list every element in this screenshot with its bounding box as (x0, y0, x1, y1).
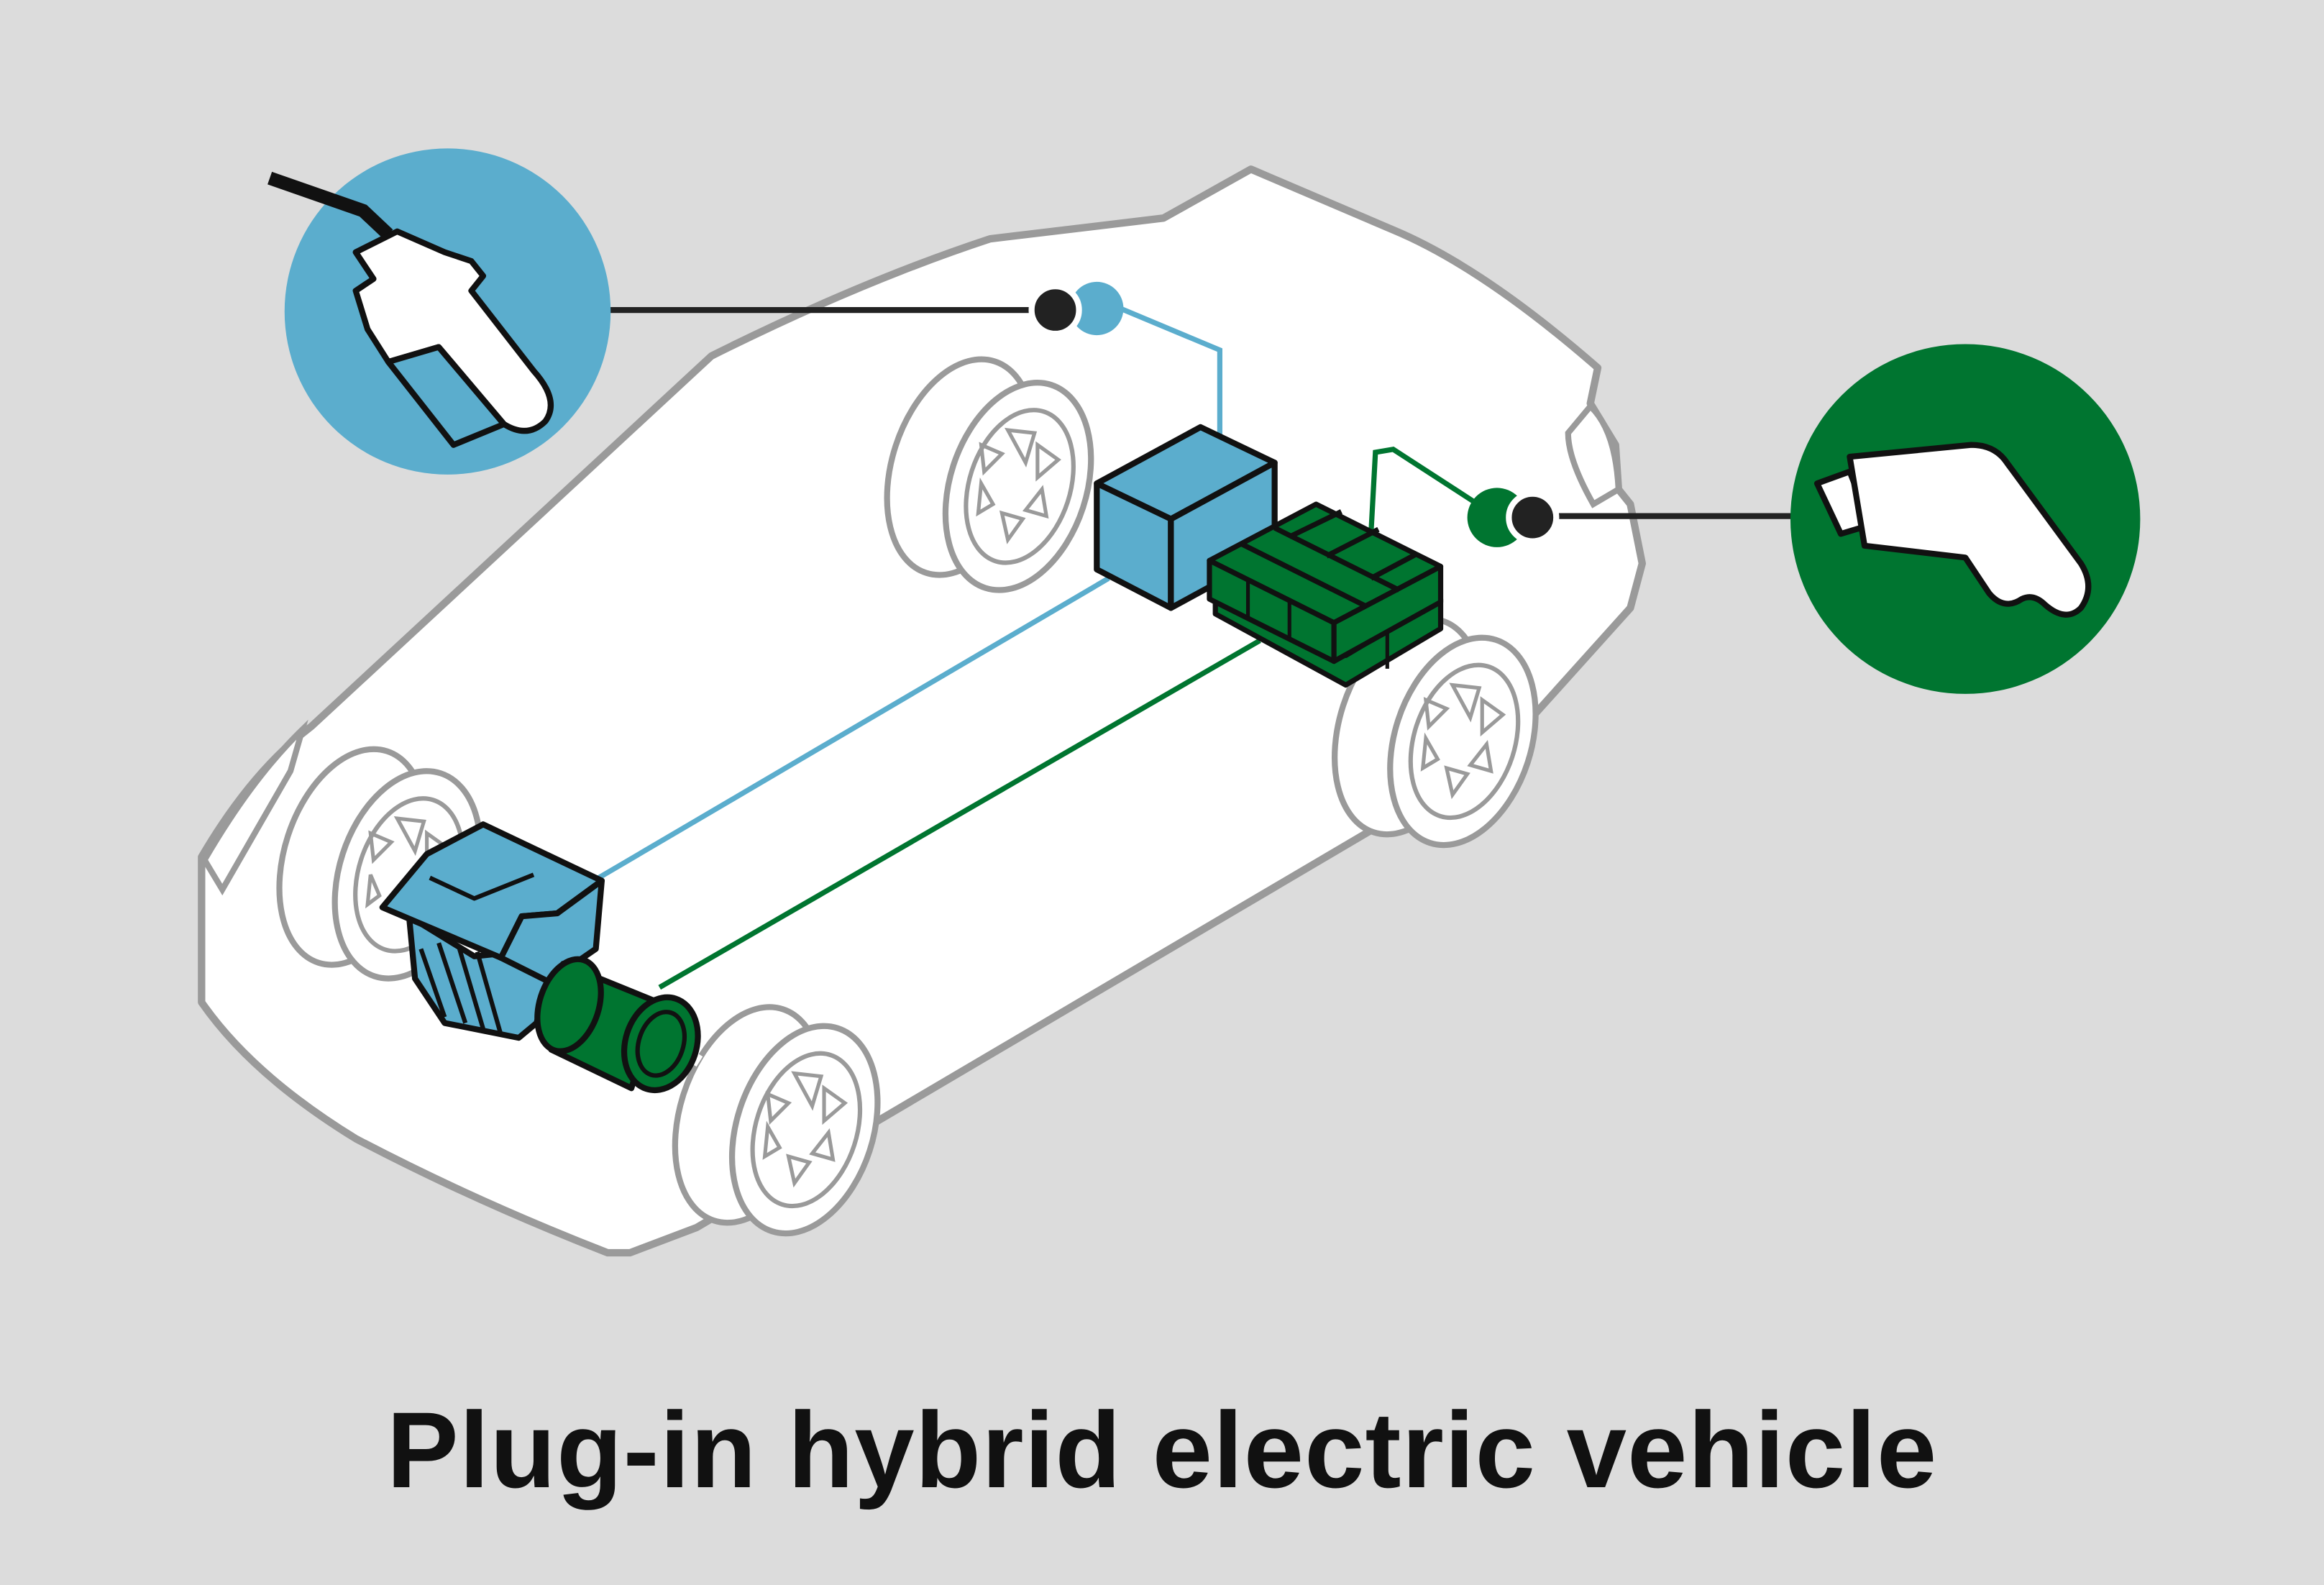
battery-pack (1207, 501, 1444, 688)
wheel-rear-left (884, 356, 1094, 593)
charge-line (658, 447, 1475, 990)
charge-connector-dot (1506, 490, 1560, 544)
car-headlight-front (201, 719, 308, 896)
diagram-title: Plug-in hybrid electric vehicle (386, 1389, 1938, 1510)
fuel-tank (1094, 424, 1278, 611)
electric-motor (534, 956, 701, 1094)
wheel-front-right (672, 1004, 881, 1237)
fuel-line (597, 306, 1222, 880)
car-taillight-rear (1565, 402, 1622, 508)
fuel-connector-dot (1028, 283, 1082, 337)
gas-pump-nozzle-icon (267, 171, 554, 448)
ev-charging-plug-icon (1813, 442, 2092, 618)
fuel-port (1070, 281, 1124, 336)
